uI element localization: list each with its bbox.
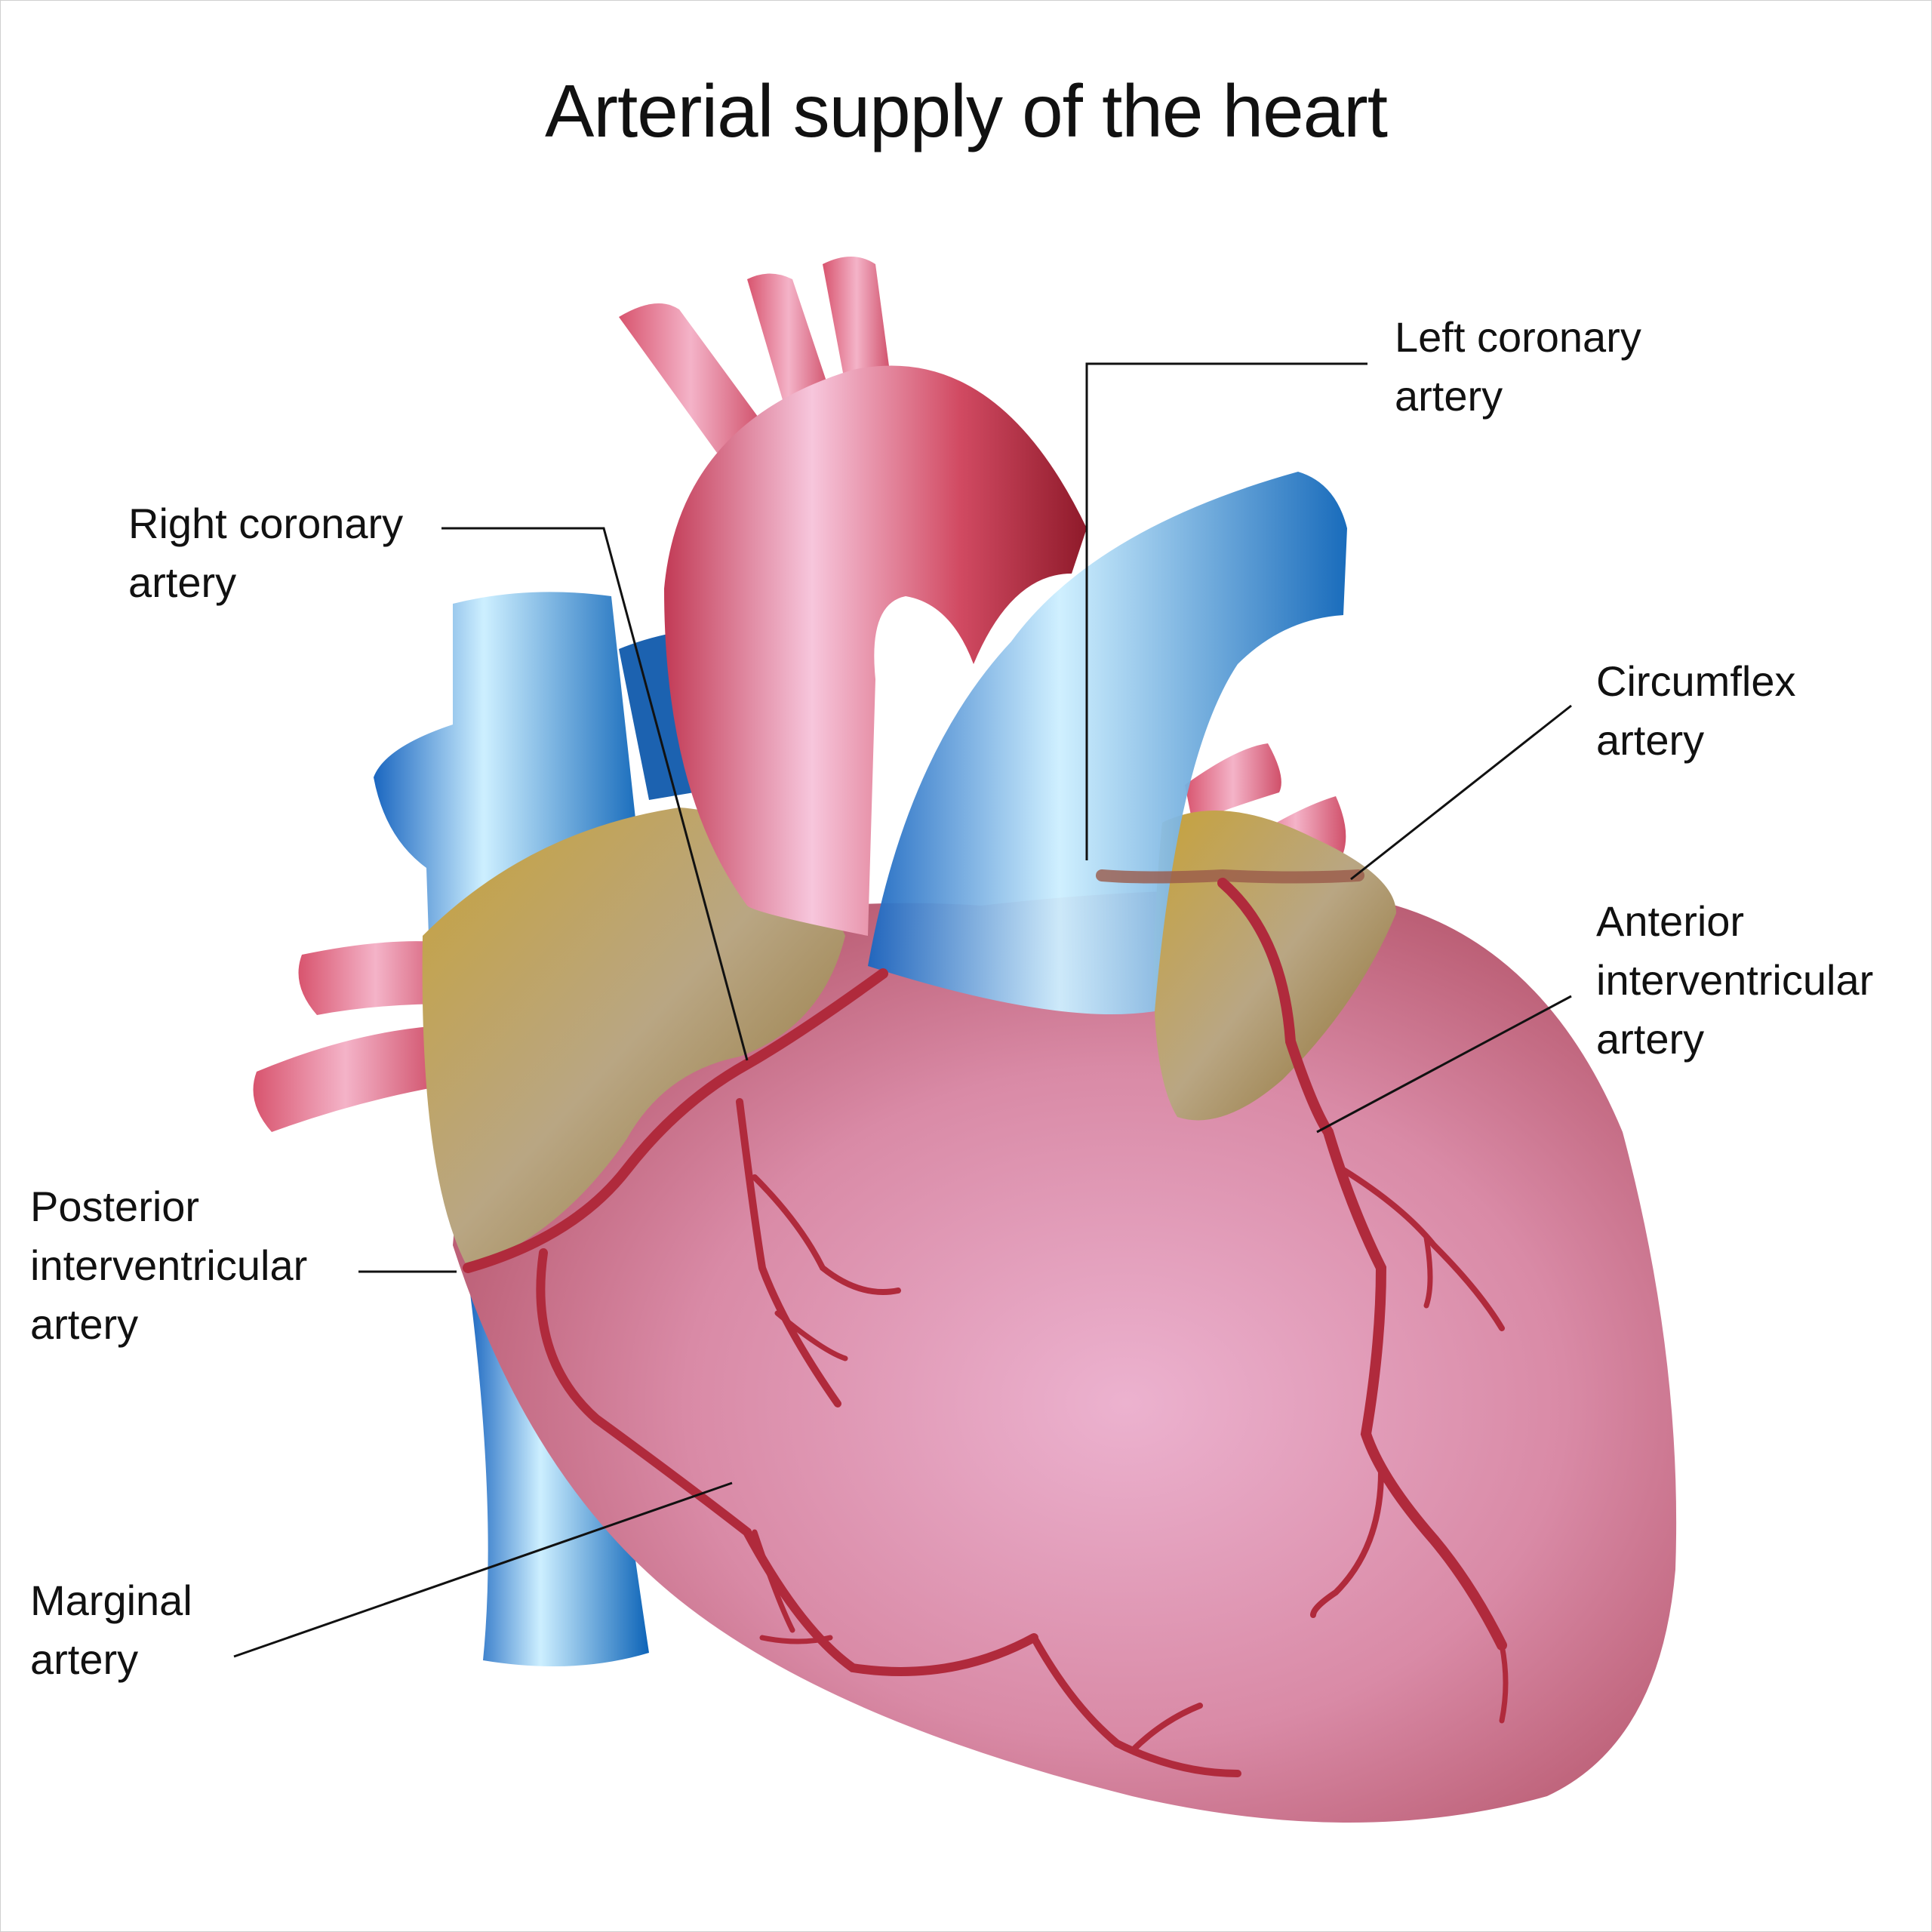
label-circumflex-artery: Circumflex artery	[1596, 657, 1796, 764]
coronary-arteries	[463, 869, 1509, 1777]
heart-ventricles	[453, 891, 1677, 1823]
label-marginal-artery: Marginal artery	[30, 1577, 192, 1683]
label-posterior-interventricular-artery: Posterior interventricular artery	[30, 1183, 308, 1348]
label-right-coronary-artery: Right coronary artery	[128, 500, 404, 606]
leader-anterior-interventricular	[1316, 995, 1572, 1134]
label-left-coronary-artery: Left coronary artery	[1395, 313, 1641, 420]
leader-marginal	[233, 1481, 733, 1658]
aortic-arch	[619, 257, 1087, 936]
leader-lines	[233, 362, 1572, 1658]
label-anterior-interventricular-artery: Anterior interventricular artery	[1596, 897, 1874, 1063]
right-atrium	[422, 808, 845, 1268]
leader-circumflex	[1350, 704, 1572, 881]
diagram-title: Arterial supply of the heart	[545, 69, 1388, 152]
leader-right-coronary	[441, 527, 749, 1061]
pulmonary-veins-left	[253, 941, 453, 1132]
pulmonary-trunk	[868, 472, 1347, 1014]
leader-left-coronary	[1085, 362, 1367, 860]
